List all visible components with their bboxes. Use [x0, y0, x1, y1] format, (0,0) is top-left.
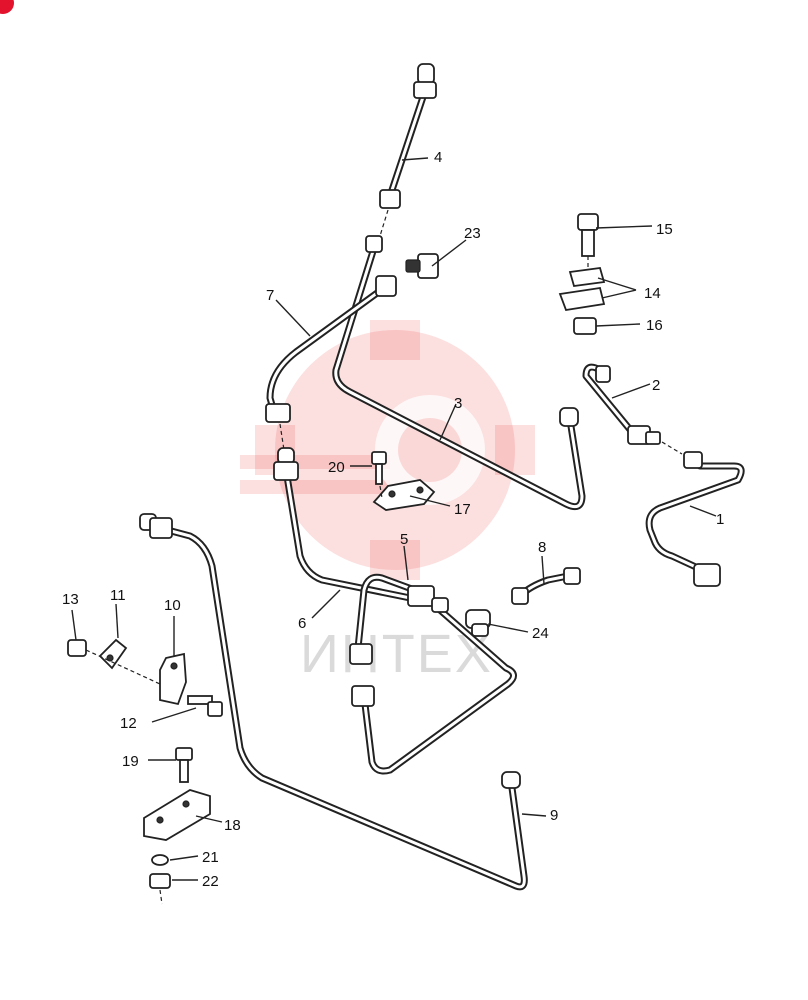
callout-21: 21 — [202, 849, 219, 866]
part-19-bolt — [175, 747, 193, 783]
part-20-bolt — [371, 451, 387, 499]
callout-23: 23 — [464, 225, 481, 242]
part-6-tube — [273, 447, 424, 604]
part-4-tube — [379, 63, 437, 237]
part-9-tube — [139, 513, 528, 891]
part-15-bolt — [577, 213, 599, 270]
callout-18: 18 — [224, 817, 241, 834]
part-18-plate — [143, 789, 211, 841]
part-3-tube — [332, 235, 586, 511]
callout-7: 7 — [266, 287, 274, 304]
callout-19: 19 — [122, 753, 139, 770]
corner-marker — [0, 0, 14, 14]
callout-3: 3 — [454, 395, 462, 412]
part-22-nut — [149, 873, 171, 905]
part-8-elbow — [511, 567, 581, 605]
part-2-tube — [582, 363, 683, 455]
part-21-washer — [151, 854, 169, 866]
callout-1: 1 — [716, 511, 724, 528]
callout-5: 5 — [400, 531, 408, 548]
callout-11: 11 — [110, 587, 126, 604]
callout-24: 24 — [532, 625, 549, 642]
callout-10: 10 — [164, 597, 181, 614]
part-11-clip — [98, 638, 128, 670]
callout-4: 4 — [434, 149, 442, 166]
callout-8: 8 — [538, 539, 546, 556]
part-14-clip — [558, 267, 606, 312]
callout-6: 6 — [298, 615, 306, 632]
callout-13: 13 — [62, 591, 79, 608]
part-1-tube — [645, 451, 745, 587]
callout-16: 16 — [646, 317, 663, 334]
callout-12: 12 — [120, 715, 137, 732]
watermark-text: ИНТЕХ — [300, 624, 493, 684]
part-23-fitting — [405, 253, 439, 279]
part-7-tube — [265, 275, 397, 451]
part-10-bracket — [85, 649, 187, 706]
callout-20: 20 — [328, 459, 345, 476]
callout-2: 2 — [652, 377, 660, 394]
callout-22: 22 — [202, 873, 219, 890]
part-5-tube — [349, 573, 517, 775]
part-24-cap — [465, 609, 491, 637]
callout-14: 14 — [644, 285, 661, 302]
part-12-bolt — [187, 695, 223, 717]
part-16-nut — [573, 317, 597, 335]
callout-15: 15 — [656, 221, 673, 238]
part-17-clamp — [372, 479, 436, 511]
leader-lines — [71, 157, 717, 881]
callout-17: 17 — [454, 501, 471, 518]
callout-9: 9 — [550, 807, 558, 824]
part-13-nut — [67, 639, 87, 657]
watermark-logo — [240, 320, 535, 580]
